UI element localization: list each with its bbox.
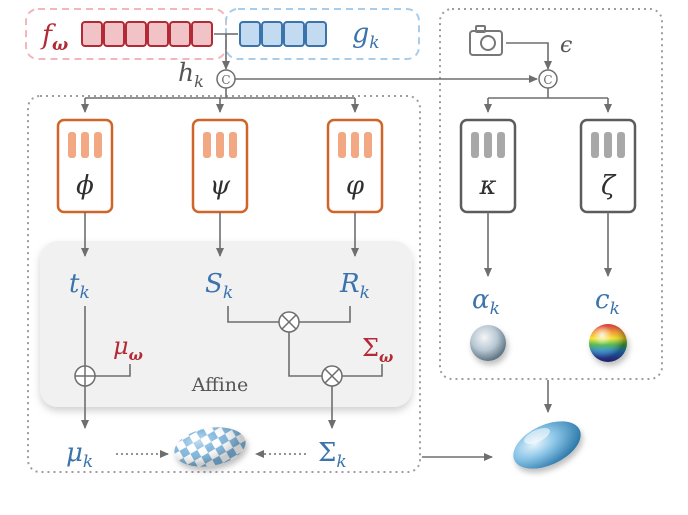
- kappa-label: κ: [478, 171, 496, 201]
- camera-icon: [469, 25, 503, 56]
- g-k-label: gk: [352, 18, 380, 53]
- sigma-omega-label: Σω: [362, 334, 393, 366]
- mu-omega-label: μω: [113, 332, 143, 364]
- network-zeta: ζ: [579, 118, 637, 214]
- f-token: [103, 21, 125, 47]
- network-phi: ϕ: [56, 118, 114, 214]
- geometry-branch-box: [27, 95, 421, 473]
- mu-k-label: μk: [66, 438, 93, 472]
- t-k-label: tk: [69, 269, 90, 303]
- g-k-tokens: [239, 21, 327, 47]
- f-token: [191, 21, 213, 47]
- g-token: [305, 21, 327, 47]
- zeta-label: ζ: [601, 171, 617, 201]
- sigma-k-label: Σk: [318, 438, 347, 472]
- network-psi: ψ: [191, 118, 249, 214]
- alpha-sphere: [470, 325, 506, 361]
- phi-label: ϕ: [76, 171, 94, 201]
- varphi-label: φ: [346, 171, 365, 201]
- g-token: [261, 21, 283, 47]
- final-gaussian: [513, 421, 581, 469]
- s-k-label: Sk: [205, 269, 233, 303]
- f-token: [81, 21, 103, 47]
- concat-appearance-label: C: [543, 73, 552, 87]
- f-token: [125, 21, 147, 47]
- g-token: [283, 21, 305, 47]
- network-kappa: κ: [459, 118, 517, 214]
- f-omega-tokens: [81, 21, 213, 47]
- psi-label: ψ: [210, 171, 231, 201]
- f-token: [147, 21, 169, 47]
- r-k-label: Rk: [339, 269, 370, 303]
- checker-gaussian: [174, 427, 246, 467]
- h-k-label: hk: [178, 58, 204, 91]
- concat-h-label: C: [221, 73, 230, 87]
- alpha-k-label: αk: [472, 285, 500, 319]
- f-token: [169, 21, 191, 47]
- epsilon-label: ϵ: [560, 33, 572, 58]
- affine-label: Affine: [191, 374, 248, 396]
- f-omega-label: fω: [40, 20, 68, 55]
- color-sphere: [589, 324, 627, 362]
- g-token: [239, 21, 261, 47]
- network-varphi: φ: [326, 118, 384, 214]
- affine-panel: [40, 241, 412, 407]
- c-k-label: ck: [595, 285, 620, 319]
